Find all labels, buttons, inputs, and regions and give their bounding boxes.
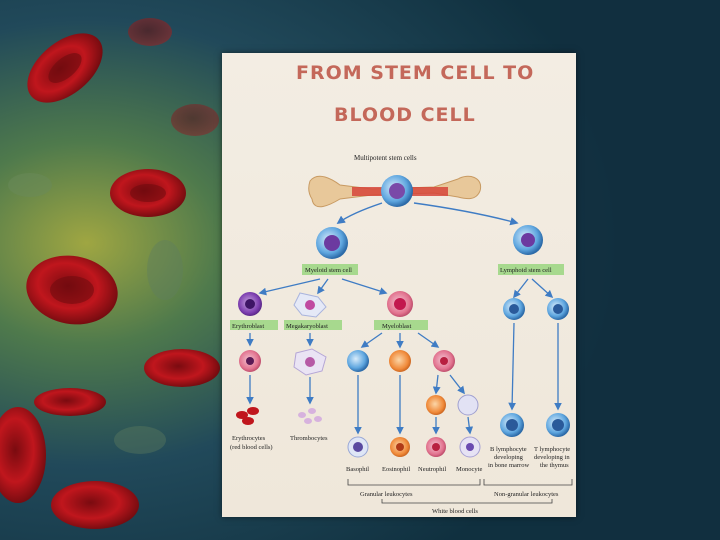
white-cells-label: White blood cells	[432, 508, 478, 515]
arrow-to-megakaryoblast	[318, 279, 328, 293]
blood-cell-poster: FROM STEM CELL TO BLOOD CELL Multipotent…	[222, 53, 576, 517]
arrow-to-band	[436, 375, 438, 393]
thrombocytes-cells	[298, 408, 322, 424]
myeloblast-cell	[387, 291, 413, 317]
t-lymphocyte-sublabel-1: developing in	[534, 454, 570, 461]
erythrocytes-sublabel: (red blood cells)	[230, 444, 273, 451]
intermediate-cells	[426, 395, 478, 415]
eosinophil-cell	[390, 437, 410, 457]
multipotent-label: Multipotent stem cells	[354, 154, 417, 162]
eosinophil-label: Eosinophil	[382, 466, 410, 473]
monocyte-label: Monocyte	[456, 466, 482, 473]
arrow-to-erythroblast	[260, 279, 320, 293]
t-precursor-cell	[547, 298, 569, 320]
b-precursor-cell	[503, 298, 525, 320]
basophil-cell	[348, 437, 368, 457]
megakaryoblast-label: Megakaryoblast	[286, 323, 328, 330]
b-lymphocyte-sublabel-1: developing	[494, 454, 524, 461]
myeloid-label: Myeloid stem cell	[305, 267, 352, 274]
megakaryoblast-cell	[294, 293, 326, 317]
arrow-to-myeloid	[338, 203, 382, 223]
basophil-label: Basophil	[346, 466, 369, 473]
white-cells-bracket	[382, 499, 552, 503]
promyelocyte-cells	[347, 350, 455, 372]
arrow-myeloblast-left	[362, 333, 382, 347]
lymphoid-stem-cell	[513, 225, 543, 255]
b-lymphocyte-label: B lymphocyte	[490, 446, 527, 453]
neutrophil-cell	[426, 437, 446, 457]
poster-title-line-1: FROM STEM CELL TO	[296, 62, 534, 84]
lymphoid-label: Lymphoid stem cell	[500, 267, 552, 274]
reticulocyte-cell	[239, 350, 261, 372]
granular-bracket	[348, 479, 480, 485]
arrow-to-b-precursor	[514, 279, 528, 297]
arrow-myeloblast-right	[418, 333, 438, 347]
t-lymphocyte-cell	[546, 413, 570, 437]
thrombocytes-label: Thrombocytes	[290, 435, 328, 442]
poster-title-line-2: BLOOD CELL	[334, 104, 476, 126]
arrow-to-monocyte-precursor	[450, 375, 464, 393]
erythroblast-cell	[238, 292, 262, 316]
b-lymphocyte-sublabel-2: in bone marrow	[488, 462, 529, 469]
arrow-to-myeloblast	[342, 279, 386, 293]
multipotent-stem-cell	[381, 175, 413, 207]
erythrocytes-label: Erythrocytes	[232, 435, 266, 442]
myeloid-stem-cell	[316, 227, 348, 259]
erythrocytes-cells	[236, 407, 259, 425]
t-lymphocyte-sublabel-2: the thymus	[540, 462, 569, 469]
megakaryocyte-cell	[294, 349, 326, 375]
nongranular-bracket	[484, 479, 572, 485]
neutrophil-label: Neutrophil	[418, 466, 446, 473]
t-lymphocyte-label: T lymphocyte	[534, 446, 570, 453]
arrow-to-b-lymphocyte	[512, 323, 514, 409]
erythroblast-label: Erythroblast	[232, 323, 264, 330]
nongranular-label: Non-granular leukocytes	[494, 491, 559, 498]
arrow-to-monocyte	[468, 417, 470, 433]
monocyte-cell	[460, 437, 480, 457]
arrow-to-t-precursor	[532, 279, 552, 297]
granular-label: Granular leukocytes	[360, 491, 413, 498]
b-lymphocyte-cell	[500, 413, 524, 437]
myeloblast-label: Myeloblast	[382, 323, 411, 330]
arrow-to-lymphoid	[414, 203, 517, 223]
